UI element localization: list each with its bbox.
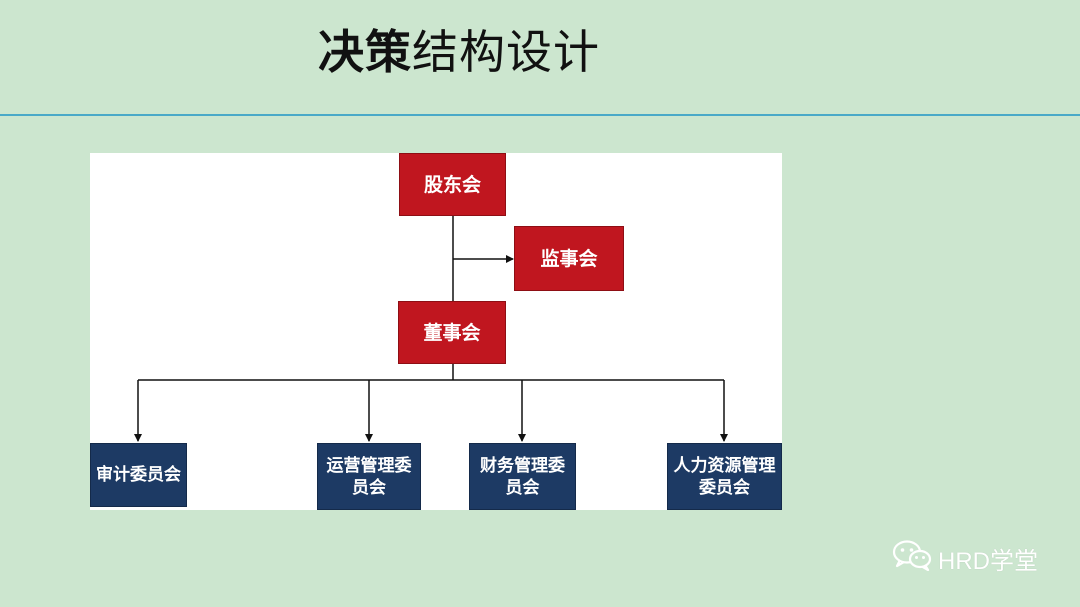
title-divider — [0, 114, 1080, 116]
node-board-label: 董事会 — [423, 321, 481, 344]
audit-committee-line1: 审计委员会 — [96, 465, 181, 485]
hr-committee-line1: 人力资源管理 — [673, 455, 776, 476]
node-operations-committee: 运营管理委 员会 — [317, 443, 421, 510]
operations-committee-line1: 运营管理委 — [326, 455, 412, 476]
title-bold: 决策 — [318, 25, 412, 79]
node-shareholders: 股东会 — [399, 153, 506, 216]
slide-title: 决策结构设计 — [318, 22, 600, 82]
title-rest: 结构设计 — [412, 25, 600, 79]
node-finance-committee: 财务管理委 员会 — [469, 443, 576, 510]
wechat-icon — [892, 539, 932, 578]
node-hr-committee: 人力资源管理 委员会 — [667, 443, 782, 510]
watermark-text: HRD学堂 — [938, 547, 1038, 575]
hr-committee-line2: 委员会 — [699, 477, 750, 498]
operations-committee-line2: 员会 — [352, 477, 386, 498]
finance-committee-line2: 员会 — [505, 477, 540, 498]
node-audit-committee: 审计委员会 — [90, 443, 187, 507]
node-supervisors-label: 监事会 — [540, 247, 598, 270]
node-supervisors: 监事会 — [514, 226, 624, 291]
node-board: 董事会 — [398, 301, 506, 364]
node-shareholders-label: 股东会 — [423, 173, 481, 196]
finance-committee-line1: 财务管理委 — [480, 455, 565, 476]
watermark: HRD学堂 — [892, 539, 1038, 578]
